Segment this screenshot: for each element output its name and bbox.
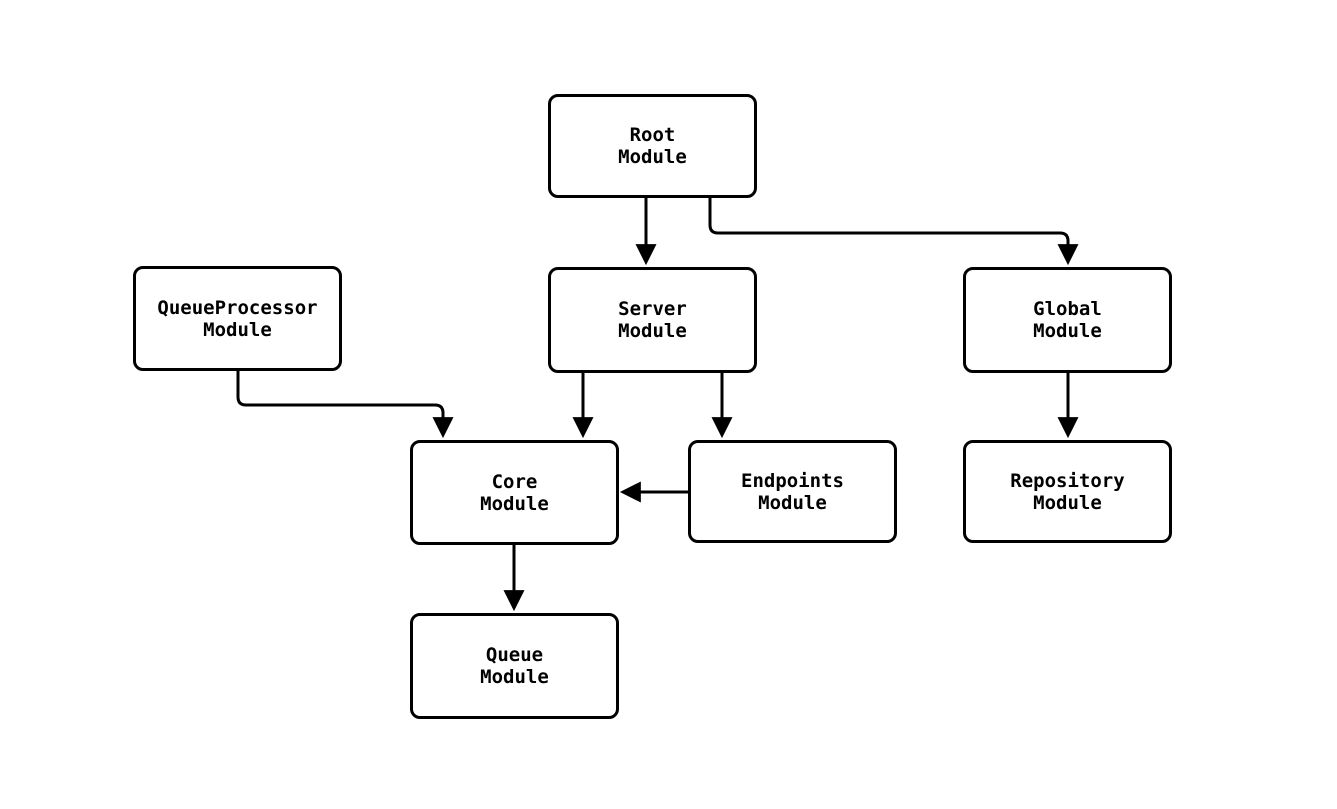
node-core-module: Core Module [410, 440, 619, 545]
node-endpoints-module-label: Endpoints Module [741, 469, 844, 514]
node-endpoints-module: Endpoints Module [688, 440, 897, 543]
node-queue-module: Queue Module [410, 613, 619, 719]
node-queueprocessor-module-label: QueueProcessor Module [157, 296, 318, 341]
node-root-module-label: Root Module [618, 124, 687, 168]
edge-root-to-global [708, 198, 1079, 266]
node-queueprocessor-module: QueueProcessor Module [133, 266, 342, 371]
node-global-module-label: Global Module [1033, 298, 1102, 342]
node-repository-module-label: Repository Module [1010, 469, 1125, 514]
node-root-module: Root Module [548, 94, 757, 198]
node-repository-module: Repository Module [963, 440, 1172, 543]
node-core-module-label: Core Module [480, 470, 549, 515]
node-server-module: Server Module [548, 267, 757, 373]
node-queue-module-label: Queue Module [480, 644, 549, 688]
node-server-module-label: Server Module [618, 298, 687, 342]
node-global-module: Global Module [963, 267, 1172, 373]
edge-queueprocessor-to-core [236, 371, 454, 439]
